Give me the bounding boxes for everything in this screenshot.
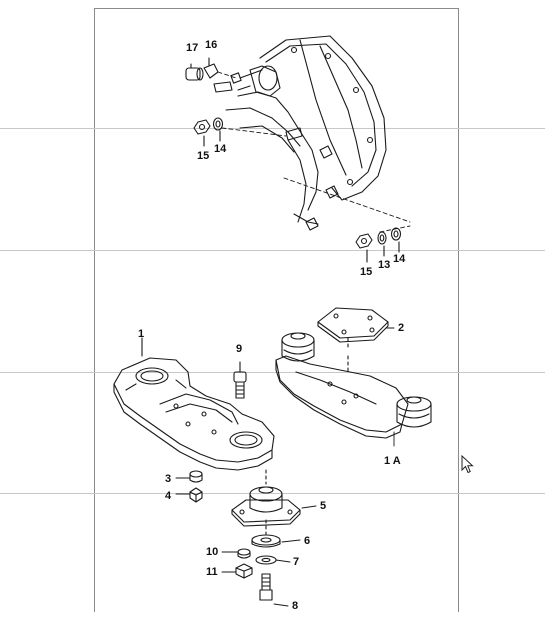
callout-6: 6 (304, 535, 311, 547)
parts-17-16-drawing (185, 57, 219, 81)
callout-5: 5 (320, 500, 327, 512)
callout-2: 2 (398, 322, 405, 334)
leader-lines (175, 327, 395, 607)
callout-14: 14 (214, 143, 227, 155)
parts-15-14-top-drawing (193, 117, 224, 147)
mounting-bracket-1-drawing (113, 337, 275, 471)
callout-4: 4 (165, 490, 172, 502)
engine-mount-5-drawing (231, 469, 301, 527)
callout-14: 14 (393, 253, 406, 265)
divider-line (0, 250, 545, 251)
divider-line (0, 493, 545, 494)
frame-left-border (94, 8, 95, 612)
hardware-stack-drawing (235, 519, 281, 601)
dashed-leaders-top (217, 71, 411, 233)
transmission-housing-drawing (213, 35, 387, 231)
callout-13: 13 (378, 259, 391, 271)
divider-line (0, 128, 545, 129)
frame-top-border (94, 8, 459, 9)
bolt-9-drawing (233, 361, 247, 399)
mounting-bracket-1a-drawing (275, 332, 432, 439)
callout-9: 9 (236, 343, 243, 355)
callout-8: 8 (292, 600, 299, 612)
parts-3-4-drawing (189, 470, 203, 503)
parts-15-13-14-right-drawing (355, 227, 402, 263)
callout-15: 15 (197, 150, 210, 162)
callout-15: 15 (360, 266, 373, 278)
plate-2-drawing (317, 307, 389, 343)
callout-11: 11 (206, 566, 218, 578)
callout-7: 7 (293, 556, 300, 568)
mouse-pointer-icon (461, 455, 474, 474)
frame-right-border (458, 8, 459, 612)
callout-1a: 1 A (384, 455, 401, 467)
callout-3: 3 (165, 473, 172, 485)
divider-line (0, 372, 545, 373)
callout-17: 17 (186, 42, 199, 54)
callout-10: 10 (206, 546, 219, 558)
callout-1: 1 (138, 328, 145, 340)
callout-16: 16 (205, 39, 218, 51)
